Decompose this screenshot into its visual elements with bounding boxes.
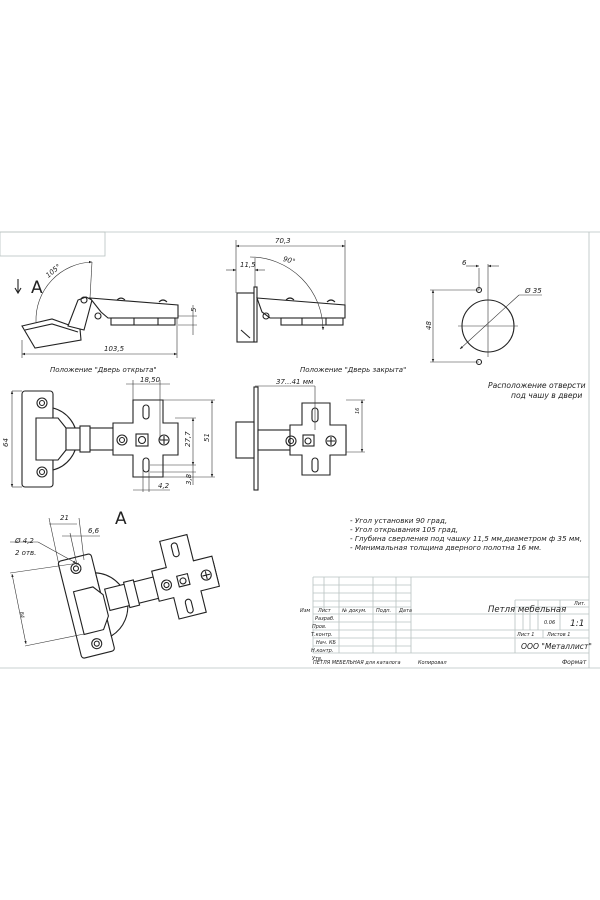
dim-5: 5 [190,307,198,312]
tb-footer-format: Формат [562,659,587,666]
dim-18-50: 18,50 [140,376,161,384]
dim-3-8: 3,8 [185,473,193,485]
tb-role-head: Нач. КБ [316,640,337,646]
closed-caption: Положение "Дверь закрыта" [300,366,406,374]
tb-part-name: Петля мебельная [488,605,566,615]
tb-role-developer: Разраб. [315,616,335,622]
tb-mass: 0.06 [544,620,555,626]
note-2: - Угол открывания 105 град, [350,525,458,534]
tb-role-checker: Пров. [312,624,327,630]
arrow-down-icon [14,279,22,295]
dim-37-41: 37...41 мм [276,378,314,386]
tb-role-ncontrol: Н.контр. [311,648,333,654]
dim-64: 64 [2,438,10,447]
dim-16: 16 [355,408,361,414]
closed-angle-label: 90° [282,255,296,266]
closed-side-view [226,240,346,343]
dim-holes-count: 2 отв. [15,549,36,557]
tb-scale: 1:1 [570,619,584,629]
dim-84: 84 [18,611,25,618]
notes: - Угол установки 90 град, - Угол открыва… [350,516,582,552]
note-3: - Глубина сверления под чашку 11,5 мм,ди… [350,534,582,543]
tb-lit: Лит. [573,601,586,607]
tb-footer-doc: ПЕТЛЯ МЕБЕЛЬНАЯ для каталога [313,660,401,666]
dim-hole-4-2: Ø 4,2 [14,537,34,545]
tb-role-approved: Утв. [312,656,323,662]
front-closed-view [235,385,365,491]
dim-diameter-35: Ø 35 [524,287,542,295]
dim-103-5: 103,5 [104,345,125,353]
sheet-frame [0,231,600,669]
title-block: Изм Лист № докум. Подп. Дата Разраб. Про… [300,576,592,666]
note-4: - Минимальная толщина дверного полотна 1… [350,543,541,552]
dim-51: 51 [203,433,211,442]
dim-48: 48 [425,321,433,330]
dim-4-2: 4,2 [158,482,170,490]
tb-header-list: Лист [317,608,332,614]
cup-hole-view [430,264,542,366]
tb-header-doc: № докум. [341,608,367,614]
tb-header-izm: Изм [300,608,310,614]
dim-21: 21 [60,514,69,522]
tb-company: ООО "Металлист" [521,642,592,651]
open-side-view [21,260,197,358]
tb-sheet: Лист 1 [516,632,534,638]
open-angle-label: 105° [44,263,62,280]
tb-sheets: Листов 1 [546,632,570,638]
dim-27-7: 27,7 [184,431,192,447]
view-a-drawing [9,517,221,659]
tb-footer-copy: Копировал [418,660,447,666]
cup-caption-line2: под чашу в двери [511,391,582,400]
front-open-view [10,380,215,492]
tb-header-sign: Подп. [376,608,391,614]
view-a-title: A [115,509,127,529]
open-caption: Положение "Дверь открыта" [50,366,157,374]
cup-caption-line1: Расположение отверсти [488,381,586,390]
view-a-marker: A [31,278,43,298]
tb-role-tcontrol: Т.контр. [311,632,333,638]
note-1: - Угол установки 90 град, [350,516,447,525]
dim-11-5: 11,5 [240,261,256,269]
tb-header-date: Дата [398,608,412,614]
dim-70-3: 70,3 [275,237,291,245]
dim-6-6: 6,6 [88,527,100,535]
dim-6: 6 [462,259,467,267]
